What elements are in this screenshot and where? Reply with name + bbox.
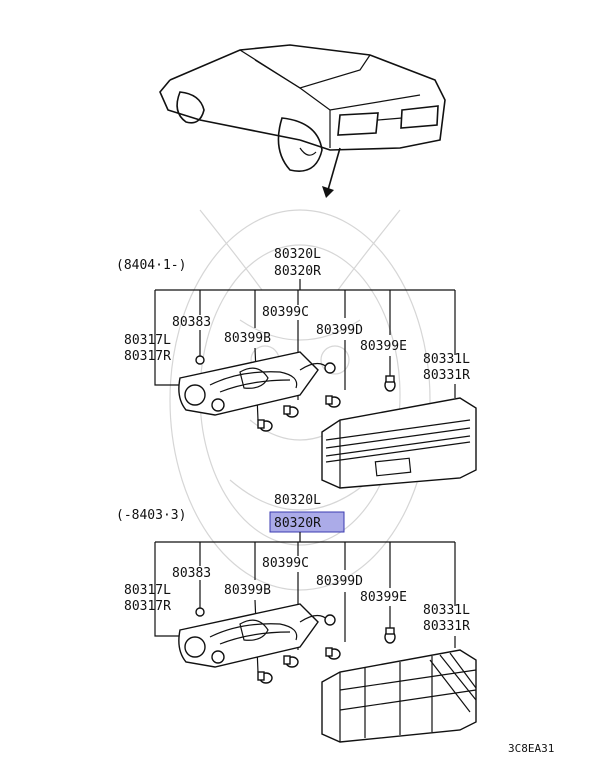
lower-bulb-80399D — [325, 647, 341, 660]
upper-bulb-80399B — [257, 419, 273, 432]
car-rear-wheel — [277, 117, 323, 172]
car-right-tail-lamp — [400, 105, 439, 129]
upper-part-80317L[interactable]: 80317L — [124, 333, 171, 348]
upper-part-80320R[interactable]: 80320R — [274, 264, 321, 279]
car-left-tail-lamp — [337, 112, 379, 136]
upper-tail-lens — [321, 397, 477, 489]
upper-part-80383[interactable]: 80383 — [172, 315, 211, 330]
lower-bulb-80399B — [257, 671, 273, 684]
lower-bulb-80399C — [283, 655, 299, 668]
upper-part-80399C[interactable]: 80399C — [262, 305, 309, 320]
lower-part-80383[interactable]: 80383 — [172, 566, 211, 581]
upper-part-80317R[interactable]: 80317R — [124, 349, 171, 364]
lower-part-80317R[interactable]: 80317R — [124, 599, 171, 614]
upper-part-80399D[interactable]: 80399D — [316, 323, 363, 338]
lower-bulb-80399E — [384, 627, 396, 644]
diagram-code: 3C8EA31 — [508, 742, 554, 755]
upper-assembly: (8404·1-) 80320L 80320R 80383 80399C 803… — [116, 247, 477, 489]
upper-part-80320L[interactable]: 80320L — [274, 247, 321, 262]
upper-part-80399E[interactable]: 80399E — [360, 339, 407, 354]
lower-date-range: (-8403·3) — [116, 508, 186, 523]
upper-part-80331L[interactable]: 80331L — [423, 352, 470, 367]
highlight-box — [269, 511, 345, 533]
car-illustration — [159, 44, 446, 198]
arrow-head-icon — [322, 186, 334, 198]
upper-grommet-80383 — [195, 355, 205, 365]
lower-part-80331R[interactable]: 80331R — [423, 619, 470, 634]
lower-assembly: (-8403·3) 80320L 80320R 80383 80399C 803… — [116, 493, 477, 743]
lower-part-80331L[interactable]: 80331L — [423, 603, 470, 618]
upper-part-80331R[interactable]: 80331R — [423, 368, 470, 383]
lower-part-80399D[interactable]: 80399D — [316, 574, 363, 589]
lower-grommet-80383 — [195, 607, 205, 617]
upper-bulb-80399C — [283, 405, 299, 418]
lower-part-80320R-highlighted[interactable]: 80320R — [274, 516, 321, 531]
upper-bulb-80399E — [384, 375, 396, 392]
lower-part-80399B[interactable]: 80399B — [224, 583, 271, 598]
lower-tail-lens — [321, 649, 477, 743]
watermark-emblem — [169, 209, 431, 591]
upper-part-80399B[interactable]: 80399B — [224, 331, 271, 346]
lower-part-80399C[interactable]: 80399C — [262, 556, 309, 571]
lower-part-80399E[interactable]: 80399E — [360, 590, 407, 605]
lower-part-80320L[interactable]: 80320L — [274, 493, 321, 508]
upper-date-range: (8404·1-) — [116, 258, 186, 273]
lower-part-80317L[interactable]: 80317L — [124, 583, 171, 598]
upper-bulb-80399D — [325, 395, 341, 408]
